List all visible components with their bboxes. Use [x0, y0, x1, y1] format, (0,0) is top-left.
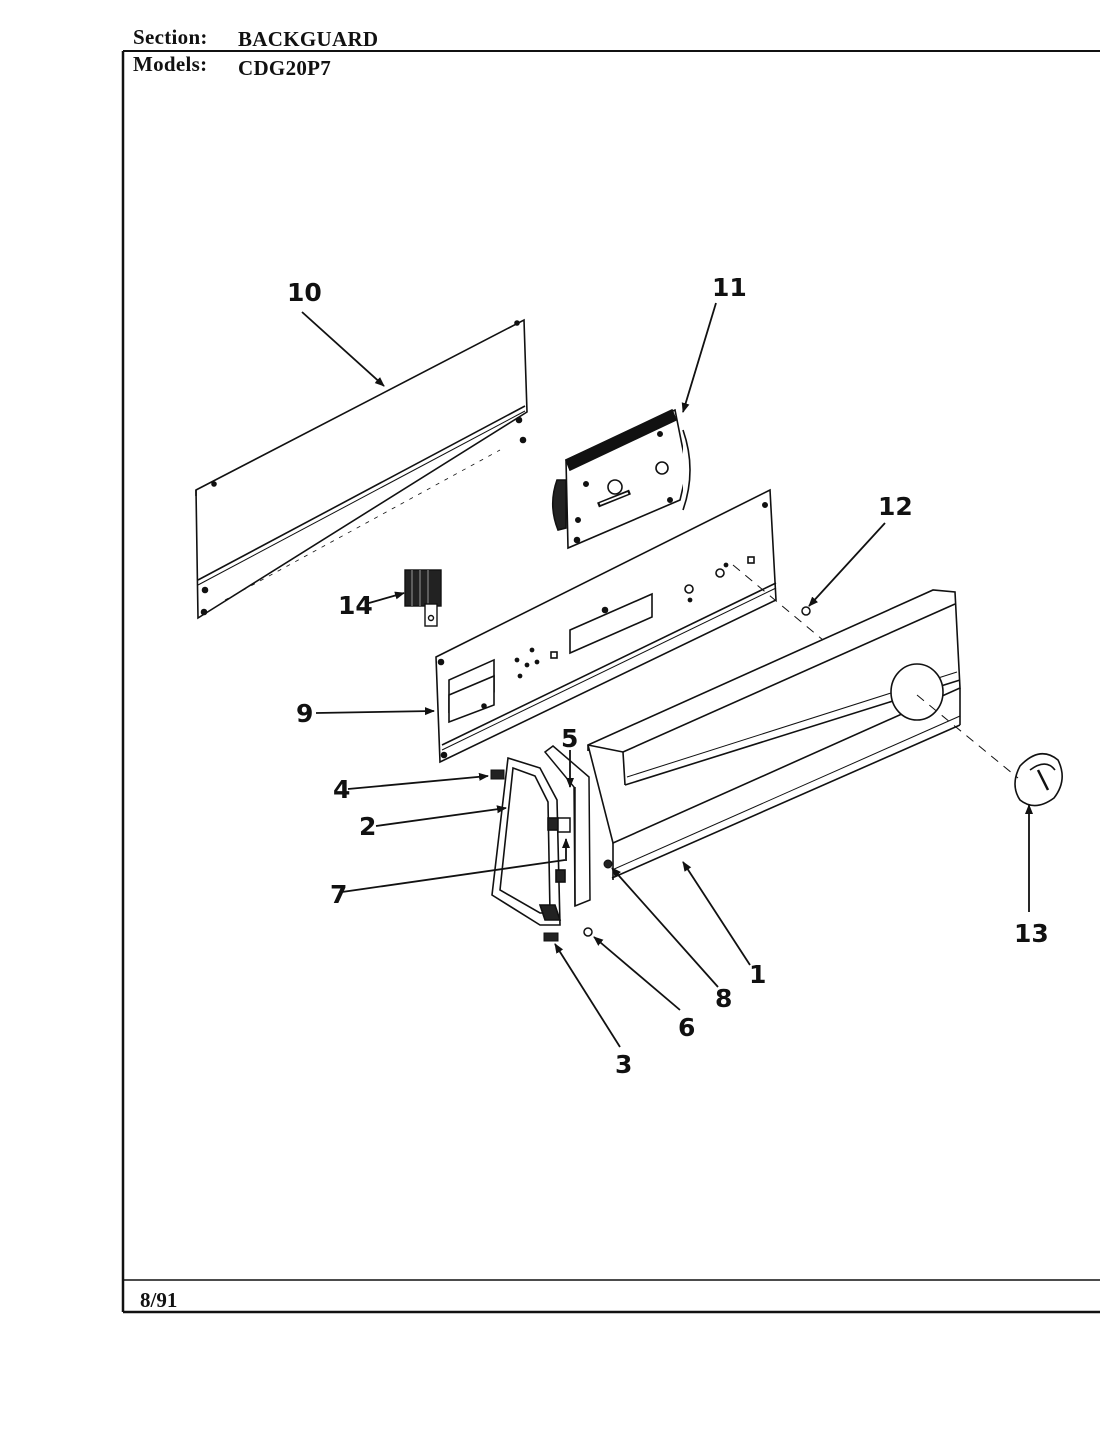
- callout-5: 5: [561, 724, 578, 753]
- switch-part: [404, 569, 442, 627]
- callout-2: 2: [359, 812, 376, 841]
- top-clip-part: [490, 769, 505, 780]
- callout-13: 13: [1014, 919, 1049, 948]
- models-label: Models:: [133, 52, 208, 76]
- knob-part: [1014, 753, 1063, 807]
- trim-strip-part: [543, 745, 591, 908]
- end-cap-part: [491, 756, 566, 926]
- rear-cover-part: [195, 318, 528, 620]
- callout-8: 8: [715, 984, 732, 1013]
- callout-7: 7: [330, 880, 347, 909]
- callout-3: 3: [615, 1050, 632, 1079]
- callout-6: 6: [678, 1013, 695, 1042]
- screw-part-8: [603, 859, 613, 869]
- bracket-part: [557, 817, 571, 833]
- leader-lines: [315, 302, 1033, 1048]
- control-panel-part: [435, 488, 777, 764]
- screw-part-6: [583, 927, 593, 937]
- footer-date: 8/91: [140, 1288, 178, 1312]
- alignment-lines: [732, 564, 1019, 779]
- callout-12: 12: [878, 492, 913, 521]
- models-value: CDG20P7: [238, 56, 332, 80]
- bottom-clip-part: [543, 932, 559, 942]
- callout-10: 10: [287, 278, 322, 307]
- nut-part: [801, 606, 811, 616]
- leader-arrow-10: [301, 311, 385, 387]
- callout-1: 1: [749, 960, 766, 989]
- callout-9: 9: [296, 699, 313, 728]
- callout-4: 4: [333, 775, 350, 804]
- callout-14: 14: [338, 591, 373, 620]
- callout-11: 11: [712, 273, 747, 302]
- page-border: [121, 50, 1100, 1314]
- section-value: BACKGUARD: [238, 27, 379, 51]
- timer-part: [551, 408, 691, 550]
- section-label: Section:: [133, 25, 208, 49]
